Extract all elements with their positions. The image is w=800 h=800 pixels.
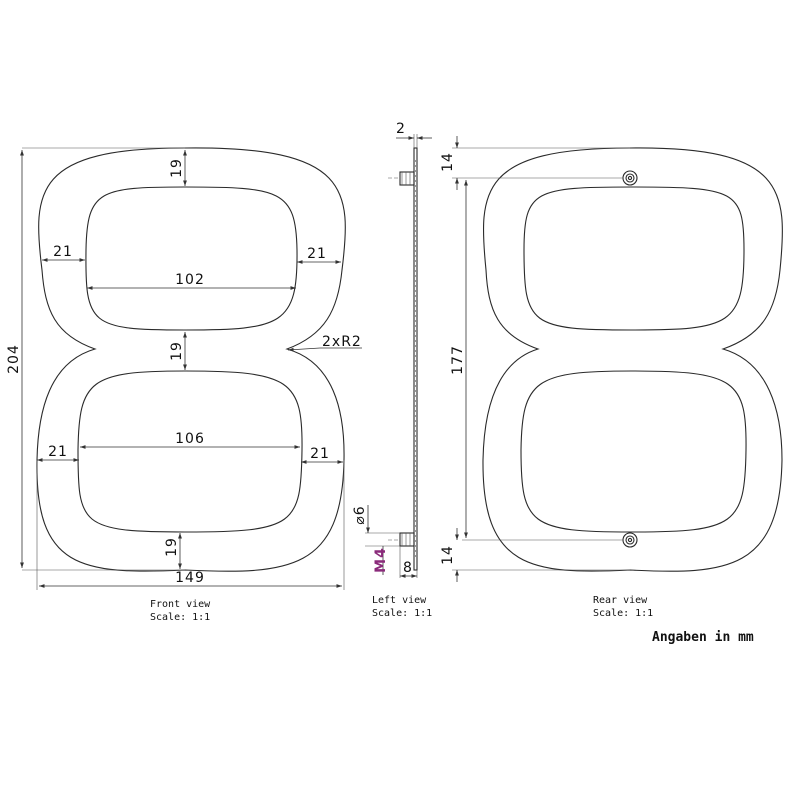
front-lower-counter — [77, 370, 303, 533]
front-view: 204 149 19 19 19 21 21 102 21 21 106 — [6, 147, 362, 623]
dim-standoff-length: 8 — [403, 560, 413, 576]
rear-view-caption: Rear view — [593, 595, 648, 606]
rear-view: 14 177 14 Rear view Scale: 1:1 — [440, 136, 783, 619]
dim-top-thickness: 19 — [169, 158, 185, 178]
dim-notch-radius: 2xR2 — [322, 334, 362, 350]
rear-digit-outline — [482, 147, 783, 572]
bottom-mounting-hole — [622, 532, 638, 548]
left-view-scale: Scale: 1:1 — [372, 608, 432, 619]
front-view-scale: Scale: 1:1 — [150, 612, 210, 623]
dim-overall-height: 204 — [6, 344, 22, 374]
bottom-standoff — [388, 532, 415, 547]
dim-bottom-hole-offset: 14 — [440, 545, 456, 565]
dim-lower-left-wall: 21 — [48, 444, 68, 460]
dim-hole-spacing: 177 — [450, 345, 466, 375]
rear-upper-counter — [523, 186, 745, 331]
dim-upper-right-wall: 21 — [307, 246, 327, 262]
rear-view-scale: Scale: 1:1 — [593, 608, 653, 619]
dim-bottom-thickness: 19 — [164, 537, 180, 557]
units-note: Angaben in mm — [652, 630, 754, 645]
dim-overall-width: 149 — [175, 570, 205, 586]
dim-standoff-diameter: ⌀6 — [352, 505, 368, 524]
front-digit-outline — [36, 147, 346, 572]
dim-lower-right-wall: 21 — [310, 446, 330, 462]
front-view-caption: Front view — [150, 599, 211, 610]
dim-plate-thickness: 2 — [396, 121, 406, 137]
side-plate — [413, 147, 418, 571]
front-upper-counter — [85, 186, 298, 331]
dim-upper-left-wall: 21 — [53, 244, 73, 260]
top-standoff — [388, 171, 415, 186]
dim-thread-size: M4 — [373, 547, 389, 573]
dim-upper-counter-width: 102 — [175, 272, 205, 288]
top-mounting-hole — [622, 170, 638, 186]
dim-lower-counter-width: 106 — [175, 431, 205, 447]
left-view: 2 ⌀6 M4 8 Left view Scale: 1:1 — [352, 121, 432, 619]
rear-lower-counter — [520, 370, 747, 533]
left-view-caption: Left view — [372, 595, 427, 606]
dim-middle-thickness: 19 — [169, 341, 185, 361]
dim-top-hole-offset: 14 — [440, 152, 456, 172]
